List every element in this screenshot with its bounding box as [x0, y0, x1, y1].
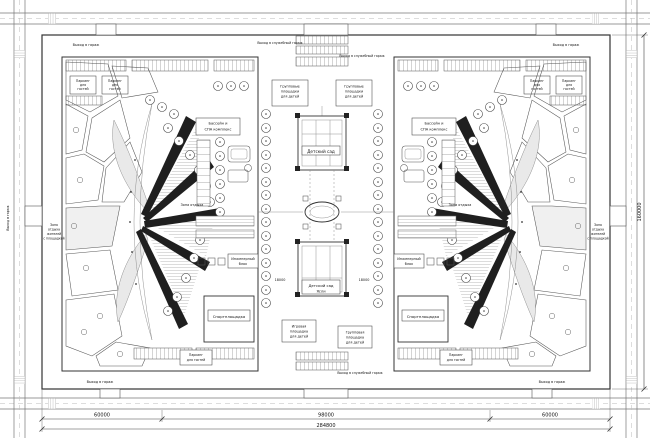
dimension-label-total: 284800 [316, 423, 335, 429]
label-group-area: Групповая [346, 331, 365, 335]
left-residential-block [61, 56, 259, 372]
svg-text:для детей: для детей [346, 341, 364, 345]
svg-text:гостей: гостей [109, 87, 120, 91]
label-exit-garage-bottom-right: Выход в гараж [539, 380, 566, 384]
parking-rows-bottom [133, 347, 255, 366]
text-labels: Выход в гараж Выход в гараж Выход в гара… [6, 41, 609, 384]
crosswalk-marks [14, 13, 637, 409]
svg-text:для гостей: для гостей [187, 358, 205, 362]
dimension-lines: 60000 98000 60000 284800 160000 [39, 32, 648, 432]
tree-column-right [373, 109, 383, 308]
guest-parking-label-box [179, 349, 213, 366]
central-pond-oval [302, 195, 342, 230]
label-exit-service-garage-top-b: Выход в служебный гараж [339, 54, 384, 58]
svg-text:для: для [566, 83, 572, 87]
label-sports-left: Спортплощадка [213, 314, 245, 319]
label-exit-garage-left-edge: Выход в гараж [6, 205, 10, 230]
label-group-playgrounds-right: Групповые [344, 85, 364, 89]
engineering-block-box [227, 253, 259, 269]
label-engineering-right: Инженерный [397, 257, 420, 261]
svg-text:для детей: для детей [290, 335, 308, 339]
svg-text:СПА комплекс: СПА комплекс [421, 128, 448, 132]
label-sports-right: Спортплощадка [407, 314, 439, 319]
group-playground-box [271, 79, 309, 107]
label-engineering-left: Инженерный [231, 257, 254, 261]
svg-text:для: для [534, 83, 540, 87]
label-guest-parking: Паркинг [562, 79, 576, 83]
svg-text:блок: блок [239, 262, 247, 266]
svg-text:площадка: площадка [290, 330, 308, 334]
label-exit-garage-top-right: Выход в гараж [553, 43, 580, 47]
play-area-box [337, 325, 373, 349]
label-guest-parking: Паркинг [76, 79, 90, 83]
svg-text:площадки: площадки [345, 90, 363, 94]
landscape-cells [65, 61, 159, 367]
label-nursery-kindergarten: Детский сад [308, 283, 333, 288]
spa-pool-area [195, 117, 255, 266]
svg-text:гостей: гостей [531, 87, 542, 91]
kindergarten-building-lower [295, 239, 349, 297]
svg-text:с площадкой: с площадкой [587, 237, 608, 241]
label-exit-service-garage-top-a: Выход в служебный гараж [257, 41, 302, 45]
dimension-label-right: 60000 [542, 413, 558, 419]
label-courtyard-dim-right: 18000 [359, 278, 370, 282]
central-parking-bottom [295, 351, 349, 371]
svg-text:Ясли: Ясли [316, 290, 326, 294]
parking-rows-top [65, 59, 255, 106]
label-rest-zone-short-left: Зона отдыха [181, 203, 204, 207]
label-guest-parking: Паркинг [108, 79, 122, 83]
svg-text:гостей: гостей [77, 87, 88, 91]
dimension-label-center: 98000 [318, 413, 334, 419]
svg-text:для детей: для детей [345, 95, 363, 99]
sports-label-box [207, 309, 251, 322]
label-kindergarten: Детский сад [307, 149, 335, 154]
label-exit-service-garage-bottom: Выход в служебный гараж [337, 371, 382, 375]
label-exit-garage-bottom-left: Выход в гараж [87, 380, 114, 384]
play-area-box [281, 319, 317, 343]
site-boundary [41, 34, 611, 390]
svg-text:площадки: площадки [281, 90, 299, 94]
dimension-label-left: 60000 [94, 413, 110, 419]
svg-text:отдыха: отдыха [48, 228, 60, 232]
svg-text:блок: блок [405, 262, 413, 266]
tree-column-left [261, 109, 271, 308]
label-guest-parking: Паркинг [530, 79, 544, 83]
label-play-area: Игровая [292, 325, 307, 329]
kindergarten-building-upper [295, 106, 349, 171]
group-playground-box [335, 79, 373, 107]
svg-text:гостей: гостей [563, 87, 574, 91]
label-guest-parking-bottom-right: Паркинг [449, 353, 463, 357]
sports-court [203, 295, 255, 343]
central-courtyard [258, 35, 394, 371]
label-pool-spa-left: Бассейн и [209, 122, 229, 126]
label-courtyard-dim-left: 18000 [275, 278, 286, 282]
label-exit-garage-top-left: Выход в гараж [73, 43, 100, 47]
svg-text:жителей: жителей [47, 232, 61, 236]
svg-text:для: для [112, 83, 118, 87]
guest-parking-label-box [69, 75, 97, 95]
label-pool-spa-right: Бассейн и [425, 122, 445, 126]
fan-building [112, 95, 221, 341]
svg-text:жителей: жителей [591, 232, 605, 236]
svg-text:площадка: площадка [346, 336, 364, 340]
central-parking-top [295, 35, 349, 67]
label-rest-zone-left: Зона [50, 223, 58, 227]
label-rest-zone-right: Зона [594, 223, 602, 227]
svg-text:для: для [80, 83, 86, 87]
pool-spa-label-box [195, 117, 241, 136]
svg-text:СПА комплекс: СПА комплекс [205, 128, 232, 132]
svg-text:с площадкой: с площадкой [43, 237, 64, 241]
svg-text:для детей: для детей [281, 95, 299, 99]
garage-driveways [24, 23, 627, 399]
svg-text:для гостей: для гостей [447, 358, 465, 362]
label-rest-zone-short-right: Зона отдыха [449, 203, 472, 207]
label-guest-parking-bottom-left: Паркинг [189, 353, 203, 357]
svg-text:отдыха: отдыха [592, 228, 604, 232]
label-group-playgrounds-left: Групповые [280, 85, 300, 89]
dimension-label-height: 160000 [637, 202, 643, 221]
